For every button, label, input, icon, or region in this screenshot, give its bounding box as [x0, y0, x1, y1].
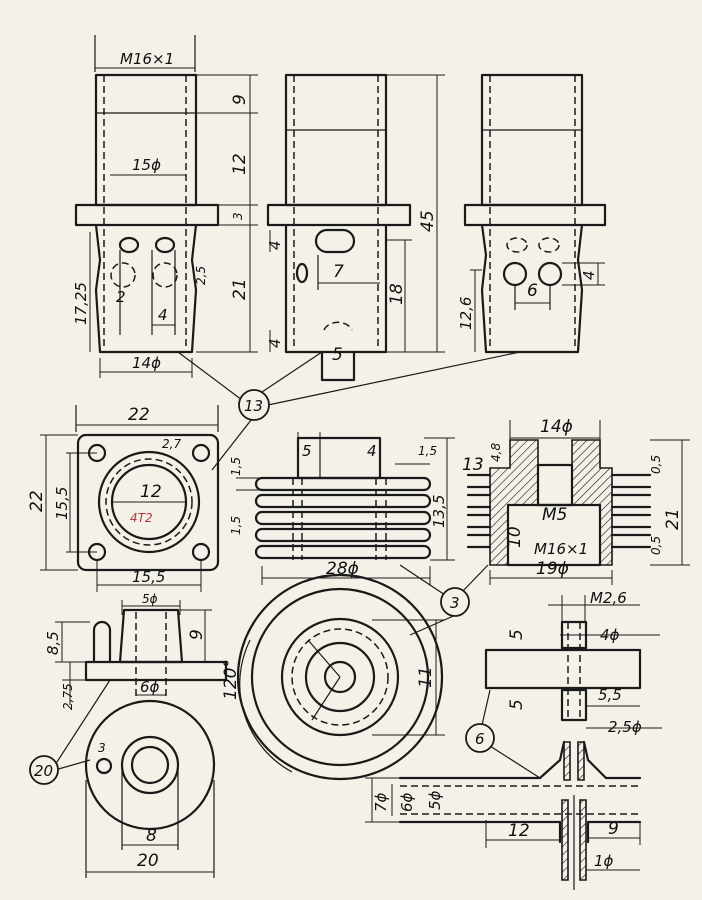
dim-sec-pin: 1ϕ [594, 852, 614, 870]
nozzle-top-view: M2,6 4ϕ 5 5 5,5 2,5ϕ [484, 589, 662, 736]
dim-slot-len: 7 [333, 262, 344, 282]
dim-nozzle-step: 5,5 [598, 686, 622, 704]
dim-sec-top-gap: 0,5 [649, 455, 663, 474]
dim-sec-d3: 5ϕ [426, 790, 444, 810]
dim-flange-height: 22 [27, 490, 47, 512]
dim-head-base: 6ϕ [140, 678, 160, 696]
head-plan-view: 3 8 20 [84, 699, 216, 878]
dim-flange-width: 22 [128, 405, 150, 425]
dim-sec-left: 13 [462, 455, 484, 475]
balloon-3: 3 [399, 564, 489, 636]
balloon-13-label: 13 [244, 397, 263, 415]
dim-total: 45 [418, 210, 438, 232]
balloon-6-label: 6 [475, 730, 485, 748]
dim-flange-bore: 12 [140, 482, 162, 502]
dim-inner-thread: M5 [542, 505, 567, 525]
dim-nozzle-thread: M2,6 [590, 589, 627, 607]
dim-sec-depth: 10 [505, 526, 525, 548]
dim-sec-bottom-gap: 0,5 [649, 536, 663, 555]
dim-sec-fin-dia: 19ϕ [536, 559, 569, 579]
dim-cover-angle: 120° [221, 659, 241, 700]
dim-head-height: 9 [187, 629, 207, 640]
flange-plan-view: 22 12 4Т2 2,7 22 15,5 15,5 [27, 405, 220, 592]
dim-hole-gap: 2,5 [194, 266, 208, 285]
dim-nozzle-bore: 4ϕ [600, 626, 620, 644]
dim-cyl-height: 13,5 [430, 495, 448, 528]
dim-plan-pitch: 8 [146, 826, 157, 846]
cylinder-section-view: 14ϕ M5 10 M16×1 13 4,8 21 0,5 0,5 19ϕ [462, 417, 690, 585]
dim-bolt-dia: 2,7 [162, 437, 181, 451]
dim-slot: 4 [158, 306, 168, 324]
dim-hole: 2 [116, 288, 126, 306]
dim-sec-d2: 6ϕ [398, 792, 416, 812]
dim-nozzle-dia: 2,5ϕ [608, 718, 642, 736]
nozzle-section-view: 7ϕ 6ϕ 5ϕ 12 9 1ϕ [365, 740, 642, 890]
dim-top-w: 4 [367, 442, 377, 460]
head-side-view: 5ϕ 9 8,5 2,75 6ϕ [44, 592, 228, 710]
dim-bolt-pitch: 15,5 [53, 487, 71, 520]
balloon-20-label: 20 [34, 762, 53, 780]
dim-top: 4 [266, 240, 284, 250]
cover-plan-view: 120° 11 [221, 573, 445, 781]
dim-sec-top: 14ϕ [540, 417, 573, 437]
dim-hole-gap-right: 6 [527, 281, 538, 301]
dim-sec-left-len: 12 [508, 821, 530, 841]
dim-nozzle-h1: 5 [507, 629, 527, 640]
dim-fin-dia: 28ϕ [326, 559, 359, 579]
dim-thread: M16×1 [120, 50, 174, 68]
dim-bottom-pitch: 15,5 [132, 568, 165, 586]
dim-bore: 15ϕ [132, 156, 161, 174]
dim-head-side: 8,5 [44, 631, 62, 655]
balloon-20: 20 [29, 679, 111, 785]
dim-bottom: 4 [266, 338, 284, 348]
dim-body: 21 [230, 278, 250, 300]
dim-hole-h: 4 [580, 270, 598, 280]
dim-sec-right-len: 9 [608, 819, 619, 839]
front-view-right: 6 4 12,6 [457, 73, 607, 354]
finned-cylinder-view: 5 4 1,5 1,5 1,5 13,5 28ϕ [229, 432, 455, 585]
dim-height-left: 17,25 [72, 282, 90, 325]
dim-fin-t2: 1,5 [229, 516, 243, 535]
dim-sec-thread: M16×1 [534, 540, 588, 558]
dim-bore-h: 18 [387, 283, 407, 305]
dim-plan-hole: 3 [98, 741, 106, 755]
dim-plan-dia: 20 [137, 851, 159, 871]
dim-flange: 3 [231, 212, 245, 220]
dim-port: 5 [332, 345, 343, 365]
dim-d2: 12 [230, 153, 250, 175]
dim-sec-d1: 7ϕ [372, 792, 390, 812]
dim-nozzle-h2: 5 [507, 699, 527, 710]
dim-body-h: 12,6 [457, 297, 475, 330]
balloon-13: 13 [177, 351, 521, 471]
balloon-3-label: 3 [450, 594, 460, 612]
dim-head-flange: 2,75 [61, 683, 75, 710]
dim-sec-height: 21 [663, 508, 683, 530]
dim-d1: 9 [230, 94, 250, 105]
balloon-6: 6 [465, 689, 541, 779]
dim-shoulder: 4,8 [489, 443, 503, 462]
front-view-left: M16×1 15ϕ 4 2 2,5 9 12 3 21 17,25 1 [72, 35, 258, 378]
dim-top-step: 5 [302, 442, 312, 460]
dim-fin-t1: 1,5 [229, 457, 243, 476]
dim-top-r: 1,5 [418, 444, 437, 458]
dim-head-top: 5ϕ [142, 592, 158, 606]
pencil-note: 4Т2 [130, 511, 153, 525]
front-view-middle: 7 4 4 18 45 5 [266, 73, 445, 382]
dim-base: 14ϕ [132, 354, 161, 372]
dim-cover-height: 11 [416, 666, 436, 688]
